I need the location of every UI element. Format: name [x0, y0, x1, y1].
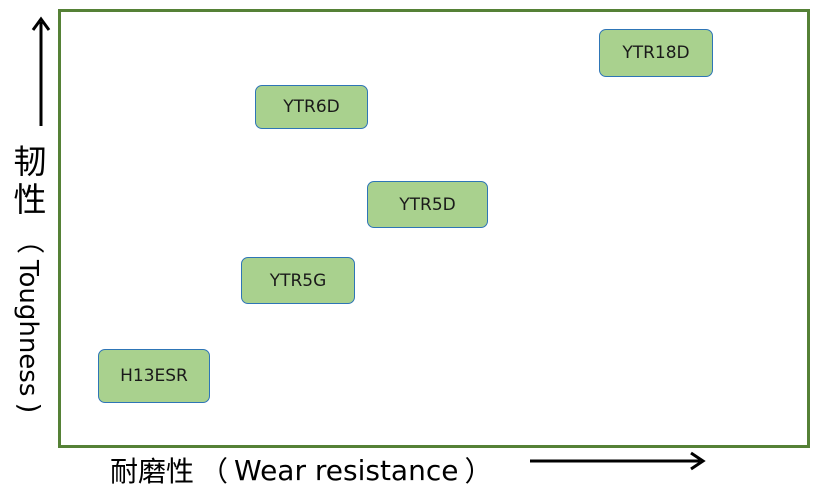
x-axis-label-en: Wear resistance [234, 453, 459, 487]
grade-box-ytr18d[interactable]: YTR18D [599, 29, 713, 77]
grade-box-ytr5d[interactable]: YTR5D [367, 181, 488, 228]
y-axis-title: 韧性 （ Toughness ) [0, 0, 60, 492]
y-axis-arrow-icon [31, 16, 51, 126]
y-axis-paren-open: （ [13, 225, 46, 254]
plot-frame: YTR18D YTR6D YTR5D YTR5G H13ESR [58, 9, 810, 448]
grade-box-h13esr[interactable]: H13ESR [98, 349, 210, 403]
grade-box-ytr6d[interactable]: YTR6D [255, 85, 368, 129]
grade-label: YTR6D [283, 97, 340, 117]
x-axis-title: 耐磨性 （ Wear resistance ） [110, 452, 498, 489]
grade-label: YTR18D [622, 43, 690, 63]
grade-label: H13ESR [120, 366, 188, 386]
x-axis-paren-open: （ [200, 455, 229, 488]
y-axis-label-cjk: 韧性 [13, 142, 47, 219]
y-axis-paren-close: ) [13, 402, 46, 414]
grade-label: YTR5G [269, 270, 327, 291]
y-axis-label-en: Toughness [13, 260, 43, 397]
x-axis-arrow-icon [530, 451, 706, 471]
grade-box-ytr5g[interactable]: YTR5G [241, 257, 355, 304]
x-axis-label-cjk: 耐磨性 [110, 455, 195, 488]
x-axis-paren-close: ） [464, 455, 493, 488]
grade-label: YTR5D [399, 194, 456, 215]
